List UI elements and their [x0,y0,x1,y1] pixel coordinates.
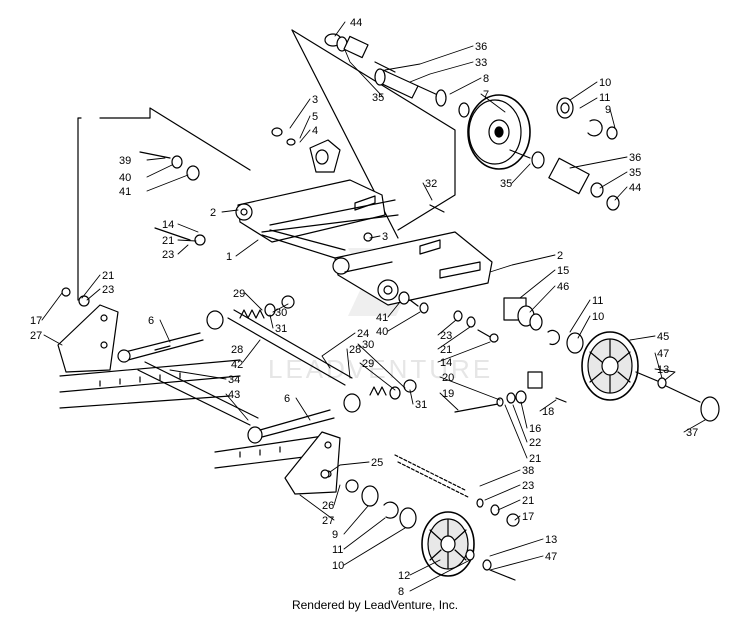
callout-27: 27 [30,330,42,342]
callout-31: 31 [415,399,427,411]
callout-17: 17 [522,511,534,523]
callout-13: 13 [545,534,557,546]
callout-11: 11 [332,544,343,556]
callout-44: 44 [629,182,641,194]
callout-32: 32 [425,178,437,190]
callout-18: 18 [542,406,554,418]
callout-13: 13 [657,364,669,376]
callout-12: 12 [398,570,410,582]
callout-10: 10 [599,77,611,89]
callout-28: 28 [231,344,243,356]
callout-21: 21 [529,453,541,465]
callout-3: 3 [312,94,318,106]
callout-33: 33 [475,57,487,69]
pivot-bracket [271,127,341,173]
callout-40: 40 [376,326,388,338]
callout-6: 6 [148,315,154,327]
upper-idler-assembly [324,33,620,211]
callout-21: 21 [162,235,174,247]
callout-40: 40 [119,172,131,184]
callout-8: 8 [483,73,489,85]
callout-28: 28 [349,344,361,356]
callout-36: 36 [629,152,641,164]
callout-31: 31 [275,323,287,335]
shafts-left [117,309,361,444]
callout-36: 36 [475,41,487,53]
callout-2: 2 [210,207,216,219]
adjuster-block [454,371,567,413]
cross-shaft [261,204,445,259]
callout-2: 2 [557,250,563,262]
callout-14: 14 [162,219,174,231]
callout-41: 41 [376,312,388,324]
callout-21: 21 [440,344,452,356]
bolt-upper-left [139,151,206,246]
callout-23: 23 [522,480,534,492]
callout-46: 46 [557,281,569,293]
callout-29: 29 [362,358,374,370]
callout-7: 7 [483,89,489,101]
callout-39: 39 [119,155,131,167]
callout-41: 41 [119,186,131,198]
callout-30: 30 [275,307,287,319]
callout-27: 27 [322,515,334,527]
callout-37: 37 [686,427,698,439]
callout-16: 16 [529,423,541,435]
callout-35: 35 [372,92,384,104]
callout-35: 35 [629,167,641,179]
callout-20: 20 [442,372,454,384]
springs [239,295,417,400]
callout-15: 15 [557,265,569,277]
callout-34: 34 [228,374,240,386]
callout-44: 44 [350,17,362,29]
watermark-text: LEADVENTURE [268,354,493,384]
callout-9: 9 [605,104,611,116]
callout-10: 10 [592,311,604,323]
callout-3: 3 [382,231,388,243]
callout-47: 47 [657,348,669,360]
callout-42: 42 [231,359,243,371]
callout-45: 45 [657,331,669,343]
callout-23: 23 [162,249,174,261]
callout-21: 21 [102,270,114,282]
callout-11: 11 [592,295,603,307]
callout-1: 1 [226,251,232,263]
callout-24: 24 [357,328,369,340]
callout-23: 23 [440,330,452,342]
callout-19: 19 [442,388,454,400]
callout-47: 47 [545,551,557,563]
footer-credit: Rendered by LeadVenture, Inc. [291,598,459,612]
right-mid-assembly [398,291,720,422]
side-plate-upper [57,287,119,373]
callout-10: 10 [332,560,344,572]
callout-4: 4 [312,125,318,137]
callout-8: 8 [398,586,404,598]
side-plate-lower [284,431,341,495]
callout-6: 6 [284,393,290,405]
callout-29: 29 [233,288,245,300]
callout-11: 11 [599,92,610,104]
callout-14: 14 [440,357,452,369]
callout-26: 26 [322,500,334,512]
callout-17: 17 [30,315,42,327]
callout-35: 35 [500,178,512,190]
callout-9: 9 [332,529,338,541]
callout-22: 22 [529,437,541,449]
leader-lines [41,21,706,592]
callout-labels: 4436338735101193543940413635443532214212… [30,17,698,598]
lower-wheel-assembly [320,454,520,581]
callout-38: 38 [522,465,534,477]
swing-arm-upper [235,179,399,243]
callout-5: 5 [312,111,318,123]
callout-23: 23 [102,284,114,296]
callout-43: 43 [228,389,240,401]
callout-25: 25 [371,457,383,469]
swing-arm-lower [332,231,493,306]
callout-21: 21 [522,495,534,507]
callout-30: 30 [362,339,374,351]
